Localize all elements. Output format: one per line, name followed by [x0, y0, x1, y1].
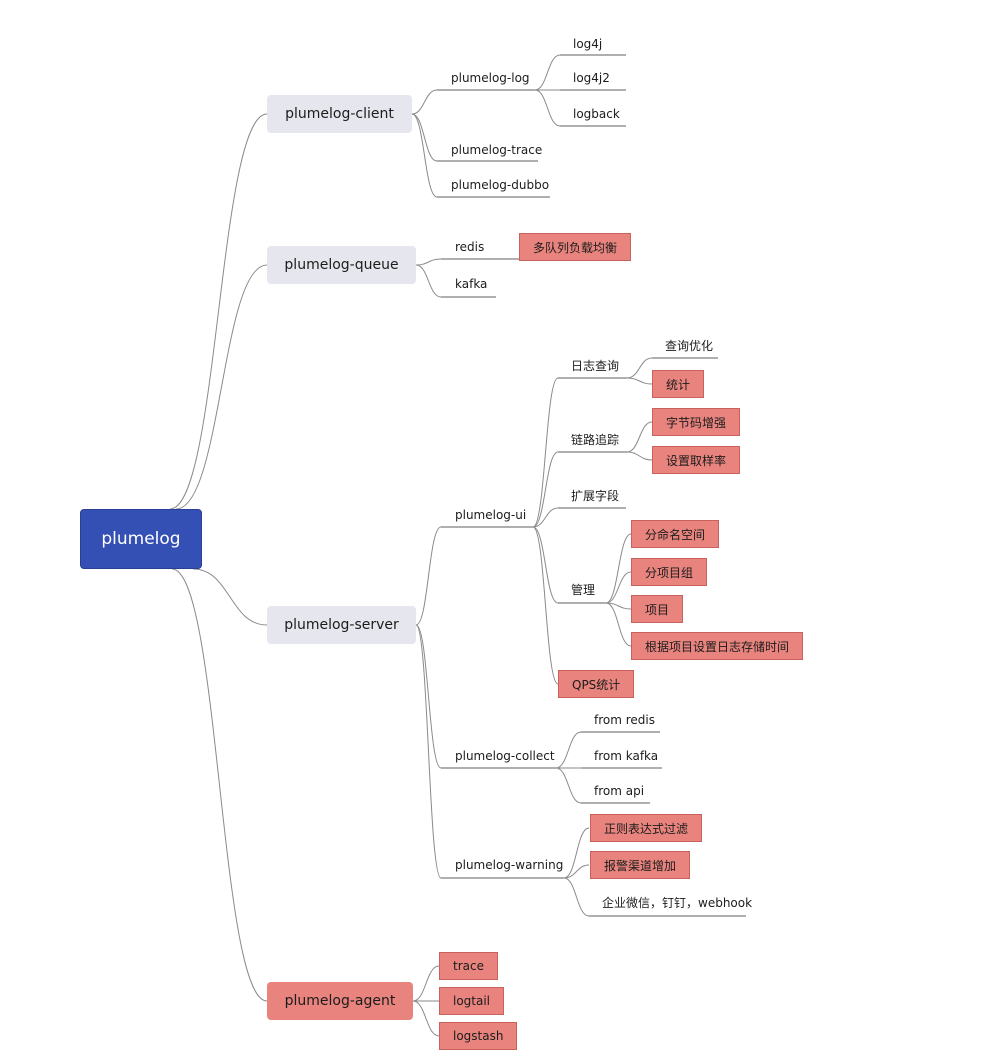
node-plumelog-trace[interactable]: plumelog-trace: [451, 143, 543, 157]
connector-curve: [532, 507, 559, 528]
node-agent-logtail[interactable]: logtail: [439, 987, 505, 1015]
node-redis[interactable]: redis: [455, 240, 485, 254]
node-manage[interactable]: 管理: [571, 583, 596, 597]
connector-curve: [626, 377, 653, 385]
node-bytecode-enhance[interactable]: 字节码增强: [652, 408, 741, 436]
connector-curve: [411, 89, 438, 115]
connector-curve: [415, 624, 442, 769]
connector-curve: [415, 526, 442, 626]
node-statistics[interactable]: 统计: [652, 370, 705, 398]
connector-curve: [605, 571, 632, 604]
node-project[interactable]: 项目: [631, 595, 684, 623]
connector-curve: [532, 451, 559, 528]
node-plumelog-dubbo[interactable]: plumelog-dubbo: [451, 178, 550, 192]
node-ext-fields[interactable]: 扩展字段: [571, 489, 620, 503]
node-alert-channels[interactable]: 报警渠道增加: [590, 851, 691, 879]
node-agent-trace[interactable]: trace: [439, 952, 498, 980]
node-sampling-rate[interactable]: 设置取样率: [652, 446, 741, 474]
connector-curve: [169, 113, 268, 510]
branch-server[interactable]: plumelog-server: [267, 606, 416, 644]
connector-curve: [415, 624, 442, 879]
branch-queue[interactable]: plumelog-queue: [267, 246, 416, 284]
connector-curve: [412, 965, 440, 1002]
connector-curve: [534, 89, 561, 127]
node-from-api[interactable]: from api: [594, 784, 645, 798]
connector-curve: [532, 526, 559, 685]
node-plumelog-collect[interactable]: plumelog-collect: [455, 749, 555, 763]
node-kafka[interactable]: kafka: [455, 277, 488, 291]
node-log4j[interactable]: log4j: [573, 37, 603, 51]
connector-curve: [605, 602, 632, 610]
node-project-retention[interactable]: 根据项目设置日志存储时间: [631, 632, 804, 660]
connector-curve: [626, 421, 653, 453]
branch-client[interactable]: plumelog-client: [267, 95, 412, 133]
node-namespace[interactable]: 分命名空间: [631, 520, 720, 548]
connector-curve: [563, 877, 590, 917]
connector-curve: [626, 357, 653, 379]
node-project-group[interactable]: 分项目组: [631, 558, 708, 586]
node-log4j2[interactable]: log4j2: [573, 71, 610, 85]
node-tracing[interactable]: 链路追踪: [571, 433, 620, 447]
node-plumelog-log[interactable]: plumelog-log: [451, 71, 530, 85]
connector-curve: [171, 568, 268, 1002]
node-from-redis[interactable]: from redis: [594, 713, 655, 727]
connector-curve: [532, 377, 559, 528]
node-plumelog-ui[interactable]: plumelog-ui: [455, 508, 527, 522]
node-regex-filter[interactable]: 正则表达式过滤: [590, 814, 703, 842]
connector-curve: [532, 526, 559, 604]
connector-curve: [534, 54, 561, 91]
node-plumelog-warning[interactable]: plumelog-warning: [455, 858, 564, 872]
connector-curve: [175, 264, 268, 510]
connector-curve: [415, 264, 442, 298]
node-qps-stats[interactable]: QPS统计: [558, 670, 635, 698]
connector-curve: [563, 827, 590, 879]
connector-curve: [411, 113, 438, 198]
node-agent-logstash[interactable]: logstash: [439, 1022, 518, 1050]
connector-curve: [415, 258, 442, 266]
node-query-optimize[interactable]: 查询优化: [665, 339, 714, 353]
connector-curve: [563, 864, 590, 879]
node-log-query[interactable]: 日志查询: [571, 359, 620, 373]
branch-agent[interactable]: plumelog-agent: [267, 982, 413, 1020]
connector-curve: [605, 533, 632, 604]
connector-curve: [626, 451, 653, 461]
root-node[interactable]: plumelog: [80, 509, 202, 569]
node-from-kafka[interactable]: from kafka: [594, 749, 659, 763]
node-logback[interactable]: logback: [573, 107, 620, 121]
node-multi-queue-load-balance[interactable]: 多队列负载均衡: [519, 233, 632, 261]
connector-curve: [555, 767, 582, 804]
connector-curve: [412, 1000, 440, 1037]
node-wechat-dingtalk-webhook[interactable]: 企业微信，钉钉，webhook: [602, 896, 753, 910]
connector-curve: [555, 731, 582, 769]
connector-curve: [192, 568, 268, 626]
connector-curve: [605, 602, 632, 647]
